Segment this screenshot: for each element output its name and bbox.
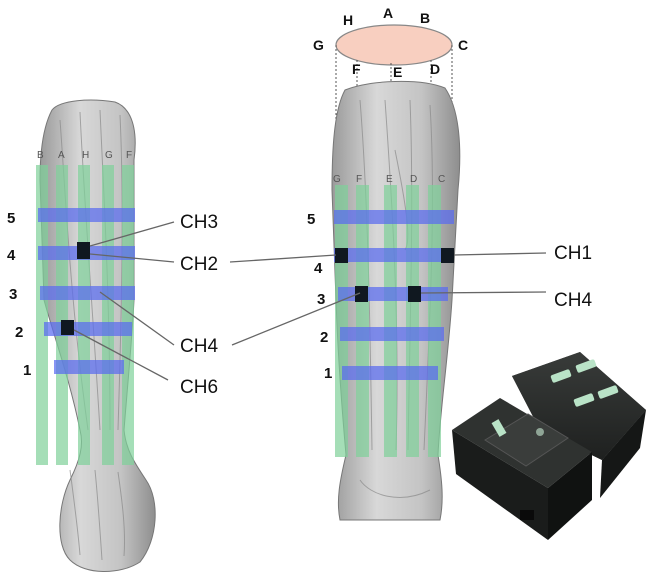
- ring-label-G: G: [313, 37, 324, 53]
- left-col-label-A: A: [58, 150, 65, 161]
- device-led-2: [573, 393, 595, 407]
- stimulator-device: [452, 352, 646, 540]
- right-col-label-F: F: [356, 174, 362, 185]
- electrode-ch4-left: [355, 286, 368, 302]
- device-button: [536, 428, 544, 436]
- right-col-label-D: D: [410, 174, 417, 185]
- leader-left-ch2: [89, 253, 175, 263]
- ring-label-C: C: [458, 37, 468, 53]
- band-left-1: [54, 360, 124, 374]
- device-led-4: [597, 385, 619, 399]
- strip-right-F: [356, 185, 369, 457]
- left-col-label-F: F: [126, 150, 132, 161]
- device-led-1: [550, 369, 572, 383]
- band-right-2: [340, 327, 444, 341]
- cross-section-ring: [335, 24, 453, 66]
- forearm-figure: B A H G F 5 4 3 2 1 CH3 CH2 CH4 CH6: [7, 99, 218, 572]
- right-row-label-3: 3: [317, 291, 325, 308]
- leg-figure: A B C D E F G H: [229, 5, 592, 521]
- strip-left-H: [78, 165, 90, 465]
- right-row-label-5: 5: [307, 211, 315, 228]
- channel-label-ch4-right: CH4: [554, 290, 592, 311]
- leader-left-ch4: [99, 291, 175, 346]
- device-led-3: [575, 359, 597, 373]
- ring-label-D: D: [430, 61, 440, 77]
- ring-label-E: E: [393, 64, 402, 80]
- band-right-3: [338, 287, 448, 301]
- leader-right-ch4: [420, 291, 547, 294]
- channel-label-ch1: CH1: [554, 243, 592, 264]
- right-row-label-1: 1: [324, 365, 332, 382]
- ring-label-H: H: [343, 12, 353, 28]
- channel-label-ch3: CH3: [180, 212, 218, 233]
- left-row-label-4: 4: [7, 247, 16, 264]
- band-right-1: [342, 366, 438, 380]
- channel-label-ch2: CH2: [180, 254, 218, 275]
- ring-label-A: A: [383, 5, 393, 21]
- leader-right-ch2: [229, 254, 337, 263]
- band-left-5: [38, 208, 135, 222]
- electrode-ch1-right: [441, 248, 454, 263]
- electrode-ch4-right: [408, 286, 421, 302]
- right-col-label-E: E: [386, 174, 393, 185]
- electrode-ch1-left: [335, 248, 348, 263]
- right-col-label-G: G: [333, 174, 341, 185]
- left-row-label-5: 5: [7, 210, 15, 227]
- leader-right-ch1: [453, 252, 547, 256]
- leader-left-ch6: [73, 329, 169, 381]
- electrode-ch6: [61, 320, 74, 335]
- band-right-4: [334, 248, 454, 262]
- channel-label-ch4-left: CH4: [180, 336, 218, 357]
- strip-left-F: [122, 165, 134, 465]
- electrode-ch3: [77, 242, 90, 259]
- strip-right-D: [406, 185, 419, 457]
- left-col-label-G: G: [105, 150, 113, 161]
- right-row-label-2: 2: [320, 329, 328, 346]
- strip-left-A: [56, 165, 68, 465]
- left-row-label-1: 1: [23, 362, 31, 379]
- strip-right-C: [428, 185, 441, 457]
- ring-label-F: F: [352, 61, 361, 77]
- left-col-label-B: B: [37, 150, 44, 161]
- ring-label-B: B: [420, 10, 430, 26]
- right-col-label-C: C: [438, 174, 445, 185]
- left-row-label-3: 3: [9, 286, 17, 303]
- band-right-5: [334, 210, 454, 224]
- leader-right-ch4-diag: [231, 292, 361, 346]
- left-row-label-2: 2: [15, 324, 23, 341]
- leader-left-ch3: [89, 221, 175, 247]
- band-left-2: [44, 322, 132, 336]
- channel-label-ch6: CH6: [180, 377, 218, 398]
- left-col-label-H: H: [82, 150, 89, 161]
- strip-left-B: [36, 165, 48, 465]
- band-left-3: [40, 286, 135, 300]
- right-row-label-4: 4: [314, 260, 323, 277]
- strip-right-E: [384, 185, 397, 457]
- strip-right-G: [335, 185, 348, 457]
